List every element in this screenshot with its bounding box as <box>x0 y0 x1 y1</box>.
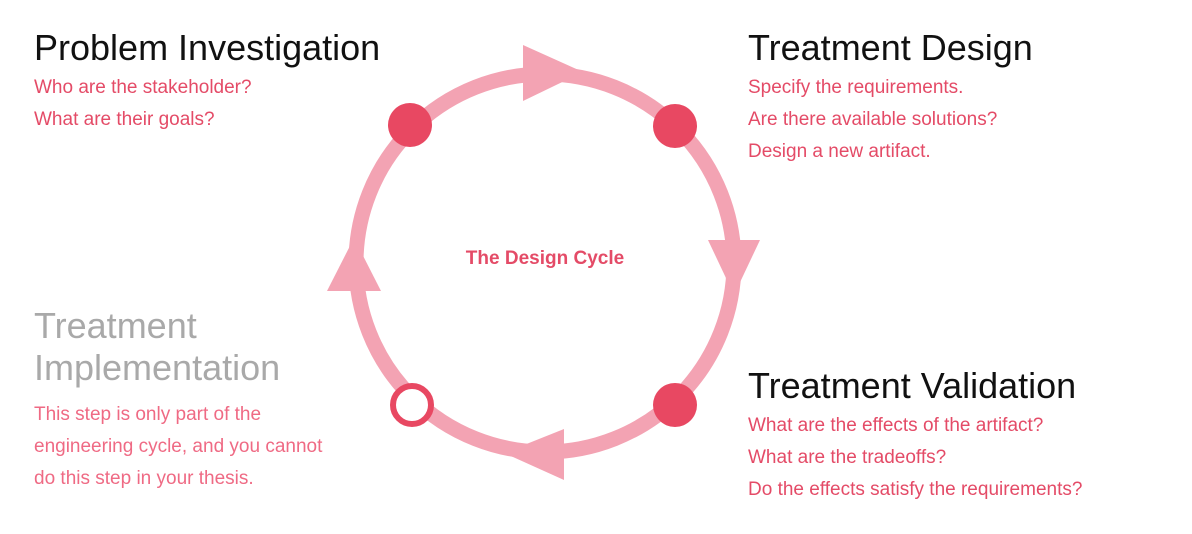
arrow-right <box>708 240 760 295</box>
stage-questions: What are the effects of the artifact? Wh… <box>748 410 1082 506</box>
stage-line: Do the effects satisfy the requirements? <box>748 479 1083 500</box>
arrow-bottom <box>504 429 564 480</box>
stage-notes: This step is only part of the engineerin… <box>34 399 364 495</box>
node-treatment-implementation <box>390 383 434 427</box>
stage-line: Specify the requirements. <box>748 77 964 98</box>
node-treatment-design <box>653 104 697 148</box>
stage-line: engineering cycle, and you cannot <box>34 436 323 457</box>
stage-line: do this step in your thesis. <box>34 468 254 489</box>
stage-heading: Treatment Implementation <box>34 305 281 388</box>
stage-heading: Treatment Design <box>748 27 1033 68</box>
center-label: The Design Cycle <box>465 248 625 269</box>
arrow-left <box>327 238 381 291</box>
stage-line: What are their goals? <box>34 109 215 130</box>
stage-line: What are the tradeoffs? <box>748 447 947 468</box>
arrow-top <box>523 45 583 101</box>
stage-treatment-validation: Treatment Validation What are the effect… <box>748 366 1082 506</box>
stage-line: Who are the stakeholder? <box>34 77 252 98</box>
stage-line: This step is only part of the <box>34 404 262 425</box>
stage-questions: Specify the requirements. Are there avai… <box>748 72 1033 168</box>
stage-questions: Who are the stakeholder? What are their … <box>34 72 380 136</box>
stage-line: Design a new artifact. <box>748 141 931 162</box>
stage-problem-investigation: Problem Investigation Who are the stakeh… <box>34 28 380 136</box>
node-problem-investigation <box>388 103 432 147</box>
stage-heading: Problem Investigation <box>34 27 381 68</box>
node-treatment-validation <box>653 383 697 427</box>
stage-treatment-implementation: Treatment Implementation This step is on… <box>34 305 364 495</box>
stage-line: Are there available solutions? <box>748 109 998 130</box>
stage-heading: Treatment Validation <box>748 365 1077 406</box>
stage-line: What are the effects of the artifact? <box>748 415 1044 436</box>
stage-treatment-design: Treatment Design Specify the requirement… <box>748 28 1033 168</box>
